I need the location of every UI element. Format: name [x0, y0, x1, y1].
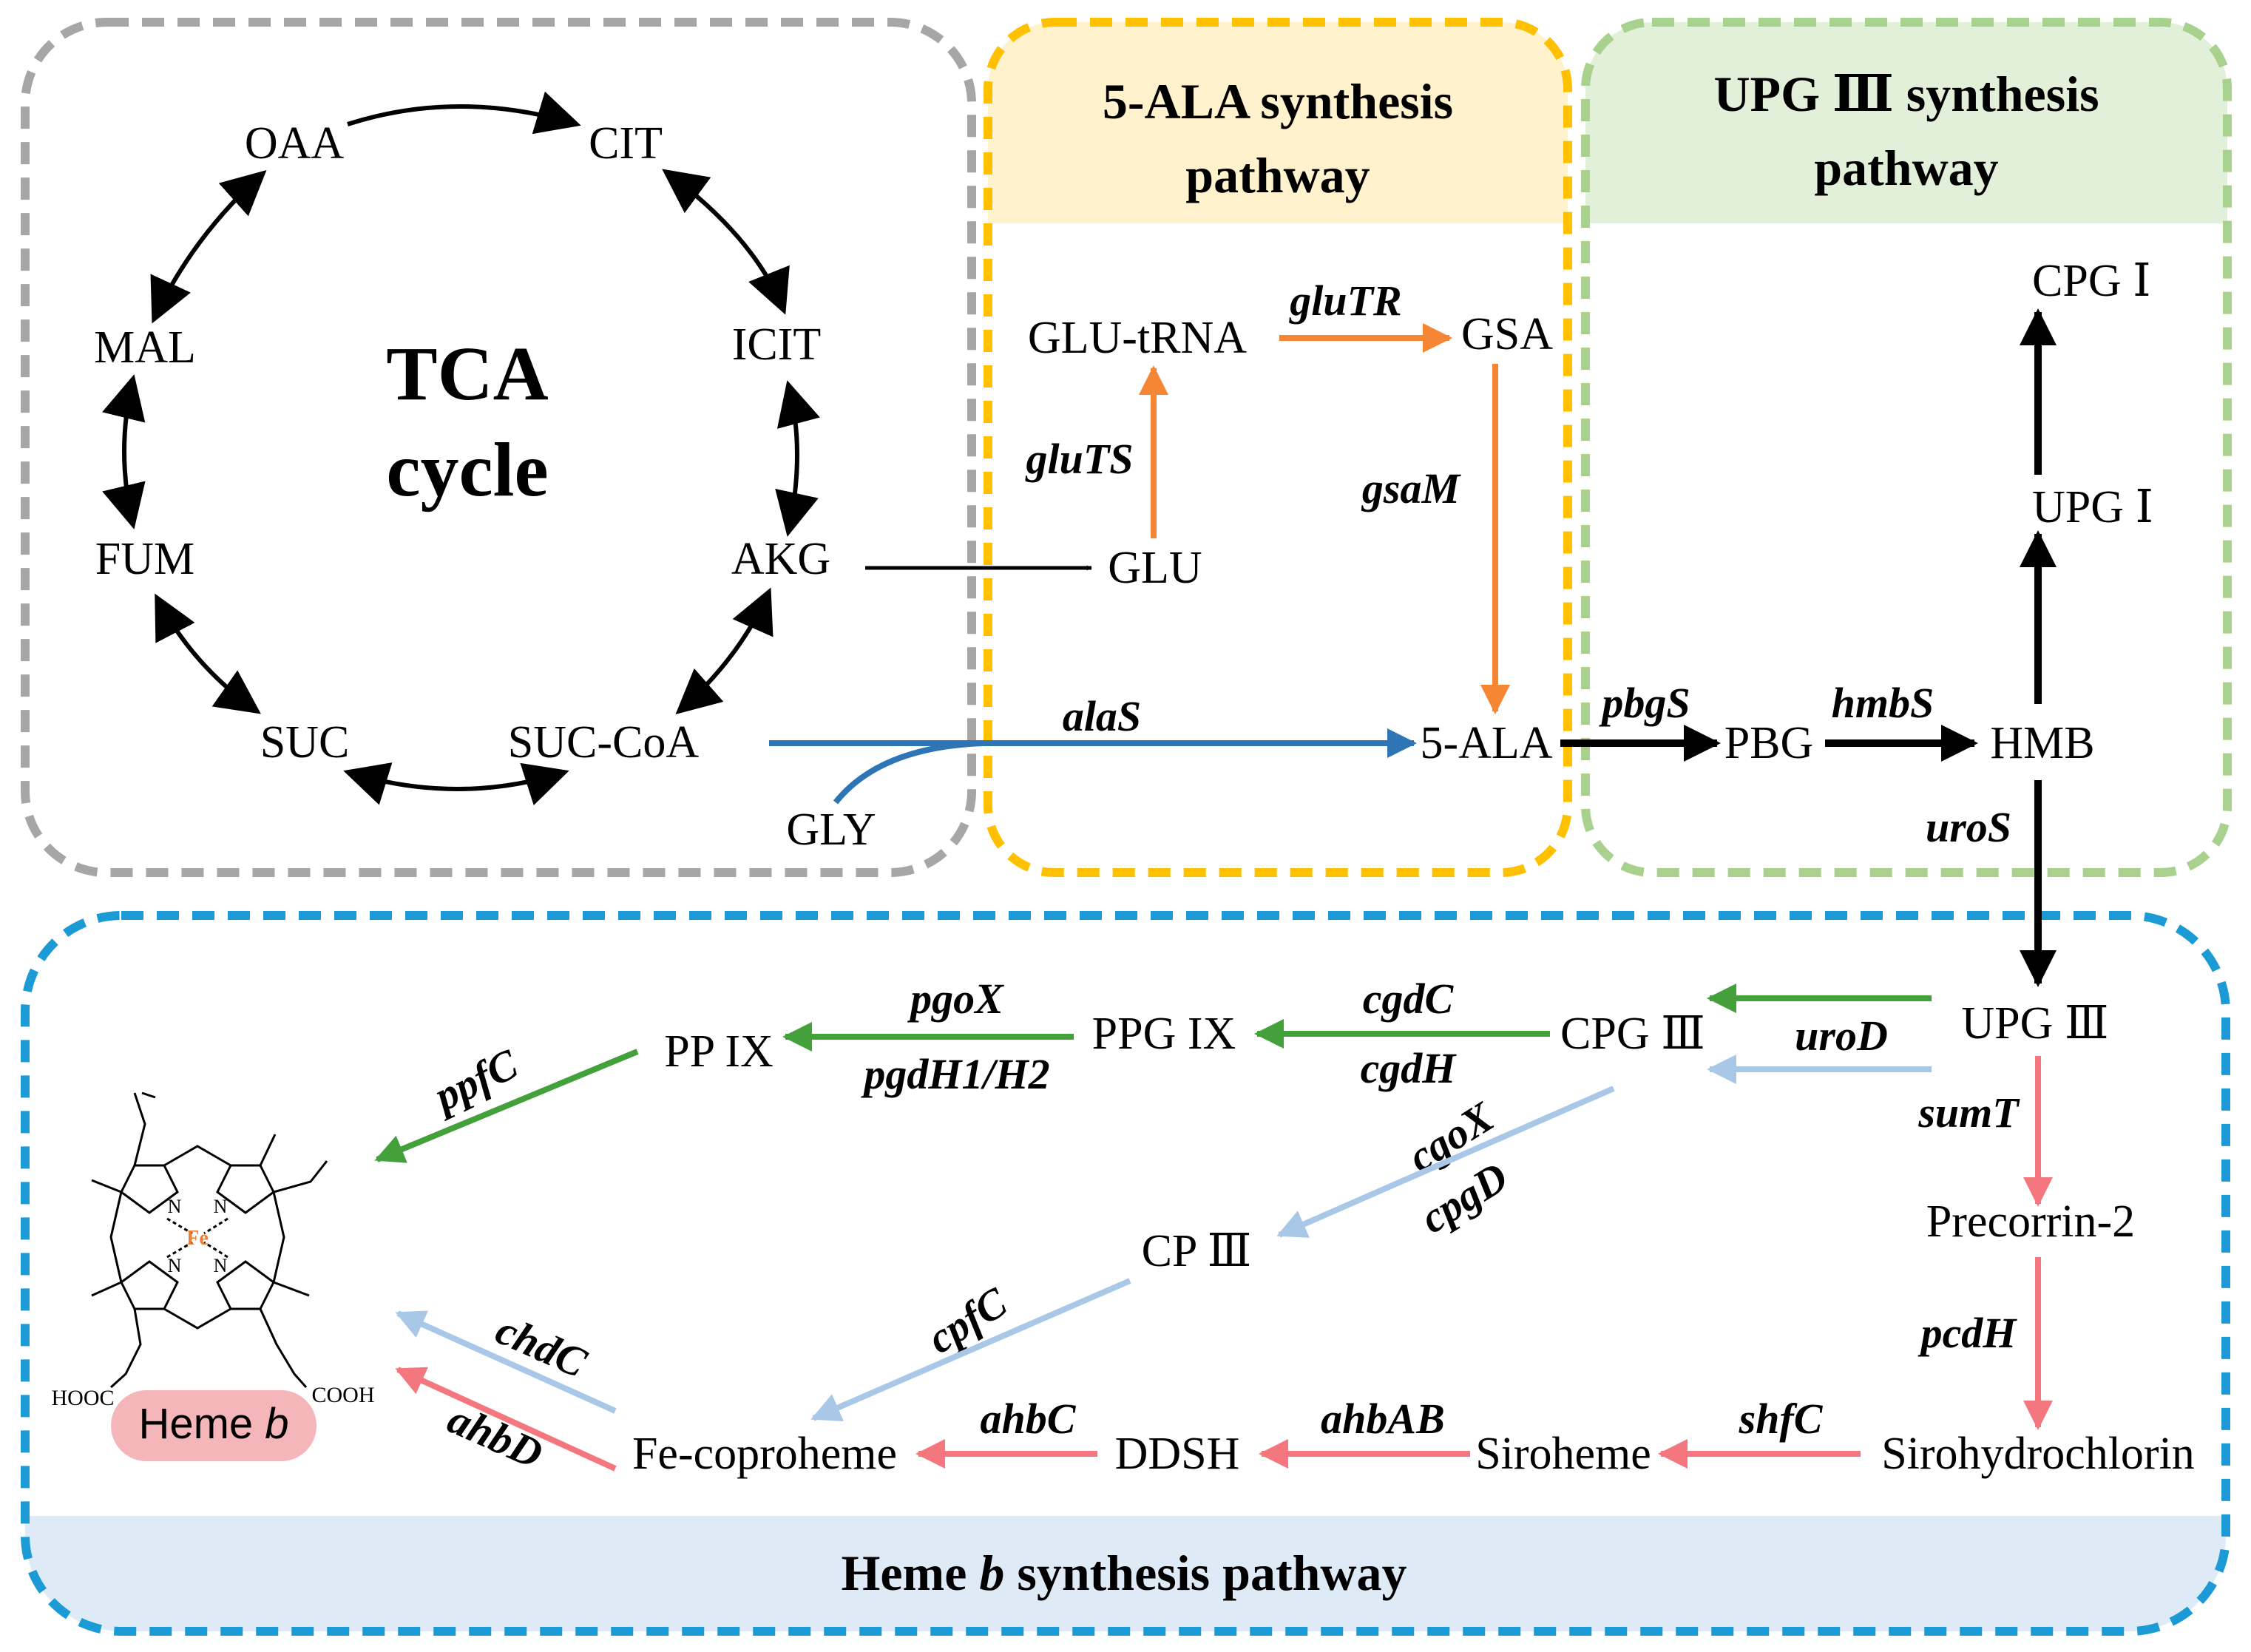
arrow-akg-succoa: [675, 587, 774, 714]
upg-box: [1581, 18, 2232, 877]
arrow-icit-akg: [775, 380, 820, 537]
meso-bridges: [109, 1145, 285, 1330]
arrow-fum-mal: [102, 374, 146, 529]
ala-header-fill: [988, 22, 1568, 223]
metabolite-glu: GLU: [1108, 543, 1202, 593]
ala-title-line2: pathway: [1185, 147, 1370, 203]
metabolite-fe-coproheme: Fe-coproheme: [632, 1429, 897, 1479]
gene-sumt: sumT: [1917, 1089, 2020, 1137]
metabolite-pp9: PP IX: [664, 1026, 774, 1077]
metabolite-icit: ICIT: [732, 319, 822, 370]
pyrrole-ring-b: [216, 1164, 275, 1214]
gene-glutr: gluTR: [1288, 277, 1402, 325]
pyrrole-ring-c: [120, 1260, 179, 1310]
heme-b-structure: [91, 1091, 328, 1389]
metabolite-precorrin-2: Precorrin-2: [1926, 1196, 2135, 1247]
metabolite-gsa: GSA: [1461, 309, 1553, 359]
heme-n-2: N: [214, 1196, 228, 1217]
gene-gsam: gsaM: [1361, 464, 1462, 512]
heme-box: [21, 911, 2230, 1636]
tca-cycle-arrows: [102, 91, 820, 805]
gene-ppfc: ppfC: [424, 1039, 526, 1122]
metabolite-suc: SUC: [260, 717, 350, 768]
arrow-cgox-cpgd: [1276, 1086, 1615, 1238]
metabolite-fum: FUM: [95, 534, 194, 584]
arrow-chdc: [395, 1310, 617, 1414]
gene-ahbd: ahbD: [441, 1395, 549, 1478]
gene-pgox: pgoX: [907, 975, 1004, 1023]
gene-pcdh: pcdH: [1917, 1309, 2018, 1357]
gene-ahbc: ahbC: [981, 1395, 1077, 1443]
upg-header-fill: [1585, 22, 2227, 223]
substituents: [91, 1091, 328, 1389]
heme-b-label-badge: [111, 1390, 317, 1461]
heme-footer-fill: [25, 1516, 2226, 1631]
arrow-suc-fum: [155, 593, 261, 714]
heme-hooc: HOOC: [51, 1386, 114, 1410]
ala-title-line1: 5-ALA synthesis: [1103, 73, 1453, 129]
arrow-gly-join: [833, 740, 984, 805]
tca-box: [21, 18, 976, 877]
gene-alas: alaS: [1063, 692, 1141, 740]
gene-urod: uroD: [1795, 1012, 1888, 1060]
heme-b-label: Heme b: [138, 1400, 288, 1448]
metabolite-akg: AKG: [731, 534, 830, 584]
heme-cooh: COOH: [311, 1383, 374, 1407]
metabolite-ddsh: DDSH: [1115, 1429, 1240, 1479]
tca-title-line1: TCA: [386, 331, 549, 416]
iron-bonds: [166, 1217, 229, 1259]
metabolite-sirohydrochlorin: Sirohydrochlorin: [1881, 1429, 2195, 1479]
gene-cgdh: cgdH: [1361, 1044, 1458, 1092]
metabolite-5-ala: 5-ALA: [1420, 718, 1552, 768]
upg-title-line2: pathway: [1814, 140, 1998, 196]
gene-shfc: shfC: [1739, 1395, 1824, 1443]
arrow-succoa-suc: [343, 762, 569, 805]
pyrrole-ring-d: [216, 1260, 275, 1310]
metabolite-upg1: UPG Ⅰ: [2032, 482, 2153, 532]
pyrrole-ring-a: [120, 1164, 179, 1214]
heme-n-4: N: [214, 1255, 228, 1276]
gene-pgdh: pgdH1/H2: [860, 1050, 1049, 1098]
gene-gluts: gluTS: [1024, 435, 1133, 483]
heme-title: Heme b synthesis pathway: [841, 1545, 1407, 1601]
heme-n-1: N: [168, 1196, 182, 1217]
arrow-mal-oaa: [150, 169, 267, 324]
gene-uros: uroS: [1926, 803, 2011, 851]
metabolite-cp3: CP Ⅲ: [1142, 1226, 1252, 1276]
metabolite-cit: CIT: [589, 118, 663, 169]
heme-iron: Fe: [186, 1227, 209, 1250]
gene-cgdc: cgdC: [1363, 975, 1455, 1023]
metabolite-suc-coa: SUC-CoA: [508, 717, 700, 768]
heme-n-3: N: [168, 1255, 182, 1276]
metabolite-upg3: UPG Ⅲ: [1961, 998, 2108, 1049]
metabolite-oaa: OAA: [245, 118, 345, 169]
arrow-cpfc: [810, 1278, 1131, 1421]
gene-pbgs: pbgS: [1598, 679, 1690, 727]
metabolite-cpg3: CPG Ⅲ: [1560, 1009, 1705, 1059]
heme-arrows: [374, 984, 2053, 1472]
tca-title-line2: cycle: [386, 427, 548, 512]
upg-title-line1: UPG Ⅲ synthesis: [1713, 66, 2099, 122]
arrow-oaa-cit: [347, 91, 581, 135]
metabolite-gly: GLY: [786, 805, 876, 855]
metabolite-hmb: HMB: [1990, 718, 2094, 768]
metabolite-siroheme: Siroheme: [1475, 1429, 1651, 1479]
metabolite-ppg9: PPG IX: [1092, 1009, 1236, 1059]
arrow-cit-icit: [662, 169, 790, 315]
metabolite-glu-trna: GLU-tRNA: [1028, 313, 1247, 363]
metabolite-mal: MAL: [94, 322, 196, 373]
metabolite-cpg1: CPG Ⅰ: [2032, 256, 2151, 306]
arrow-ppfc: [374, 1049, 639, 1163]
gene-hmbs: hmbS: [1832, 679, 1934, 727]
metabolite-pbg: PBG: [1724, 718, 1814, 768]
ala-box: [984, 18, 1572, 877]
gene-ahbab: ahbAB: [1321, 1395, 1445, 1443]
arrow-ahbd: [395, 1367, 617, 1472]
